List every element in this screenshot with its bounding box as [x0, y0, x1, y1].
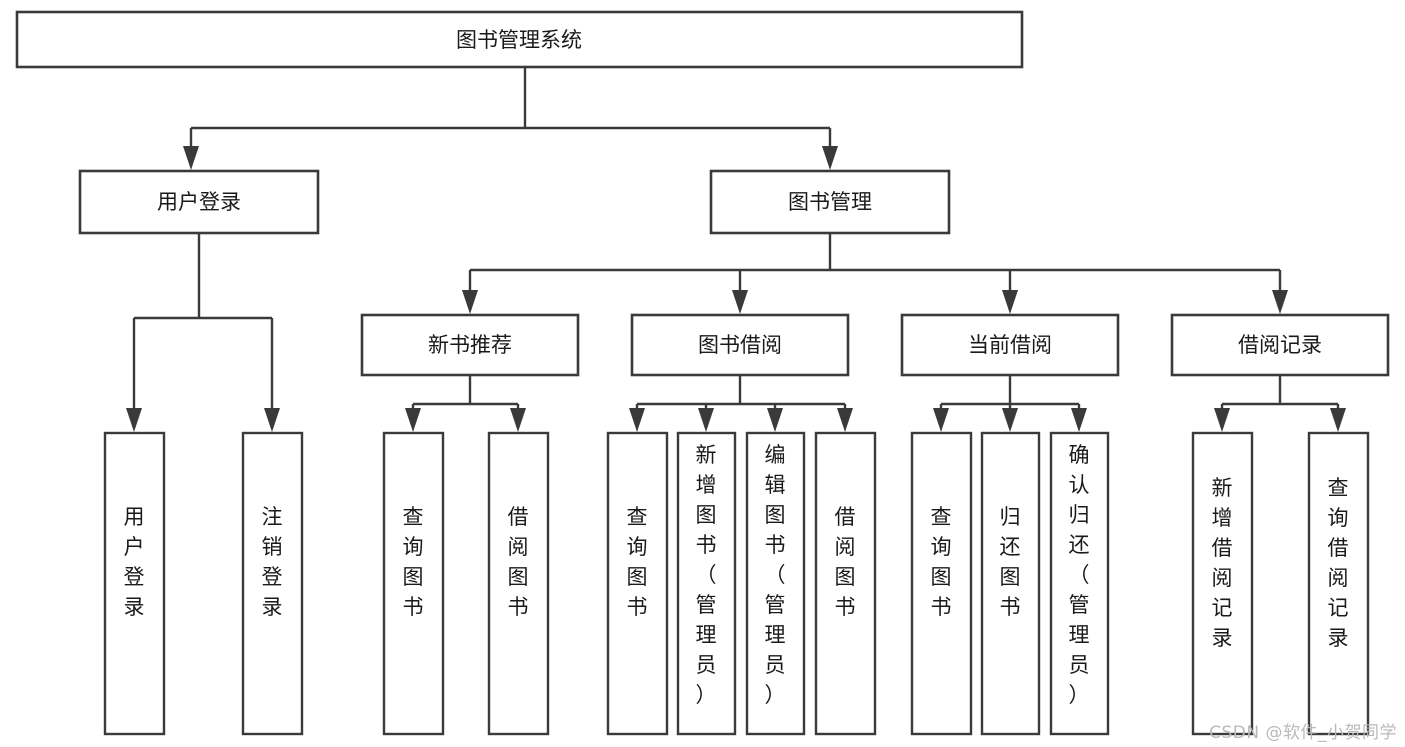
node-leaf-borrow-book-2-box[interactable]: [814, 431, 877, 736]
node-leaf-return-book-box[interactable]: [980, 431, 1041, 736]
node-book-manage[interactable]: 图书管理: [709, 169, 951, 235]
node-book-borrow[interactable]: 图书借阅: [630, 313, 850, 377]
arrowhead-user-login: [183, 146, 199, 170]
node-leaf-edit-book[interactable]: 编辑图书（管理员）: [745, 431, 806, 736]
node-leaf-borrow-book-1-label: 借阅图书: [508, 505, 529, 619]
node-leaf-confirm-return-label: 确认归还（管理员）: [1069, 443, 1090, 707]
node-current-borrow-box[interactable]: [900, 313, 1120, 377]
node-leaf-query-book-3-box[interactable]: [910, 431, 973, 736]
arrowhead-leaf-logout: [264, 408, 280, 432]
arrowhead-leaf-query-record: [1330, 408, 1346, 432]
node-leaf-logout[interactable]: 注销登录: [241, 431, 304, 736]
node-leaf-confirm-return-box[interactable]: [1049, 431, 1110, 736]
node-leaf-query-book-3[interactable]: 查询图书: [910, 431, 973, 736]
node-leaf-borrow-book-2-label: 借阅图书: [835, 505, 856, 619]
arrowhead-leaf-query-book-1: [405, 408, 421, 432]
node-new-book-rec-label: 新书推荐: [428, 333, 512, 357]
node-leaf-add-record-label: 新增借阅记录: [1212, 476, 1233, 650]
arrowhead-current-borrow: [1002, 290, 1018, 314]
node-leaf-query-record[interactable]: 查询借阅记录: [1307, 431, 1370, 736]
arrowhead-leaf-query-book-3: [933, 408, 949, 432]
node-book-borrow-box[interactable]: [630, 313, 850, 377]
arrowhead-leaf-return-book: [1002, 408, 1018, 432]
connector-group: [126, 67, 1346, 432]
node-leaf-query-book-2-label: 查询图书: [627, 505, 648, 619]
node-leaf-borrow-book-2[interactable]: 借阅图书: [814, 431, 877, 736]
node-leaf-add-book-label: 新增图书（管理员）: [696, 443, 717, 707]
node-leaf-query-book-3-label: 查询图书: [931, 505, 952, 619]
node-leaf-query-book-1[interactable]: 查询图书: [382, 431, 445, 736]
node-borrow-record-box[interactable]: [1170, 313, 1390, 377]
arrowhead-leaf-borrow-book-2: [837, 408, 853, 432]
node-borrow-record-label: 借阅记录: [1238, 333, 1322, 357]
node-new-book-rec[interactable]: 新书推荐: [360, 313, 580, 377]
node-leaf-return-book[interactable]: 归还图书: [980, 431, 1041, 736]
node-user-login-label: 用户登录: [157, 190, 241, 214]
node-book-manage-box[interactable]: [709, 169, 951, 235]
node-leaf-logout-label: 注销登录: [262, 505, 283, 619]
node-leaf-add-book[interactable]: 新增图书（管理员）: [676, 431, 737, 736]
node-user-login[interactable]: 用户登录: [78, 169, 320, 235]
node-current-borrow[interactable]: 当前借阅: [900, 313, 1120, 377]
arrowhead-leaf-borrow-book-1: [510, 408, 526, 432]
node-leaf-return-book-label: 归还图书: [1000, 505, 1021, 619]
node-leaf-query-book-2[interactable]: 查询图书: [606, 431, 669, 736]
node-user-login-box[interactable]: [78, 169, 320, 235]
arrowhead-borrow-record: [1272, 290, 1288, 314]
arrowhead-book-borrow: [732, 290, 748, 314]
arrowhead-book-manage: [822, 146, 838, 170]
node-leaf-edit-book-label: 编辑图书（管理员）: [765, 443, 786, 707]
node-book-borrow-label: 图书借阅: [698, 333, 782, 357]
node-leaf-add-record[interactable]: 新增借阅记录: [1191, 431, 1254, 736]
arrowhead-leaf-add-book: [698, 408, 714, 432]
node-leaf-query-book-1-box[interactable]: [382, 431, 445, 736]
node-current-borrow-label: 当前借阅: [968, 333, 1052, 357]
arrowhead-leaf-query-book-2: [629, 408, 645, 432]
node-root[interactable]: 图书管理系统: [15, 10, 1024, 69]
node-leaf-borrow-book-1[interactable]: 借阅图书: [487, 431, 550, 736]
node-leaf-logout-box[interactable]: [241, 431, 304, 736]
node-leaf-edit-book-box[interactable]: [745, 431, 806, 736]
node-leaf-user-login-label: 用户登录: [124, 505, 145, 619]
node-book-manage-label: 图书管理: [788, 190, 872, 214]
node-root-box[interactable]: [15, 10, 1024, 69]
node-new-book-rec-box[interactable]: [360, 313, 580, 377]
node-leaf-query-book-1-label: 查询图书: [403, 505, 424, 619]
arrowhead-leaf-edit-book: [767, 408, 783, 432]
node-leaf-user-login[interactable]: 用户登录: [103, 431, 166, 736]
node-leaf-add-record-box[interactable]: [1191, 431, 1254, 736]
node-leaf-user-login-box[interactable]: [103, 431, 166, 736]
node-leaf-query-book-2-box[interactable]: [606, 431, 669, 736]
node-borrow-record[interactable]: 借阅记录: [1170, 313, 1390, 377]
node-leaf-query-record-box[interactable]: [1307, 431, 1370, 736]
node-leaf-query-record-label: 查询借阅记录: [1328, 476, 1349, 650]
arrowhead-leaf-user-login: [126, 408, 142, 432]
node-leaf-add-book-box[interactable]: [676, 431, 737, 736]
arrowhead-leaf-add-record: [1214, 408, 1230, 432]
node-leaf-borrow-book-1-box[interactable]: [487, 431, 550, 736]
arrowhead-leaf-confirm-return: [1071, 408, 1087, 432]
node-root-label: 图书管理系统: [456, 28, 582, 52]
arrowhead-new-book-rec: [462, 290, 478, 314]
node-leaf-confirm-return[interactable]: 确认归还（管理员）: [1049, 431, 1110, 736]
